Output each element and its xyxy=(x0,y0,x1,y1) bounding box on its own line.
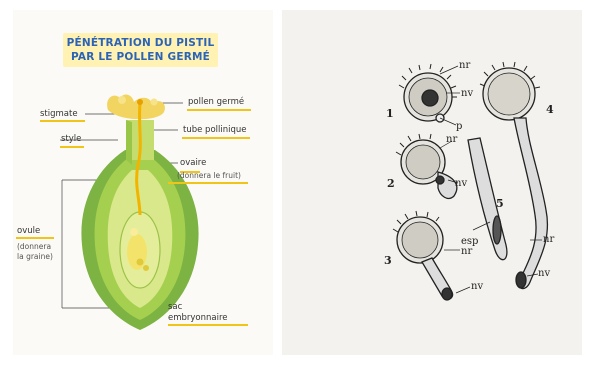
label-nv-2: nv xyxy=(455,178,467,189)
stage-number-4: 4 xyxy=(546,104,554,116)
label-nr-4: nr xyxy=(543,234,554,245)
label-nv-3: nv xyxy=(471,281,483,292)
stage-number-5: 5 xyxy=(496,198,504,210)
label-p: p xyxy=(456,121,462,132)
label-nv-4: nv xyxy=(538,268,550,279)
stage-number-1: 1 xyxy=(386,108,394,120)
label-nr-2: nr xyxy=(446,134,457,145)
stage-number-2: 2 xyxy=(387,178,395,190)
stage-number-3: 3 xyxy=(384,255,392,267)
label-nr-1: nr xyxy=(459,60,470,71)
label-nr-3: nr xyxy=(461,246,472,257)
label-nv-1: nv xyxy=(461,88,473,99)
